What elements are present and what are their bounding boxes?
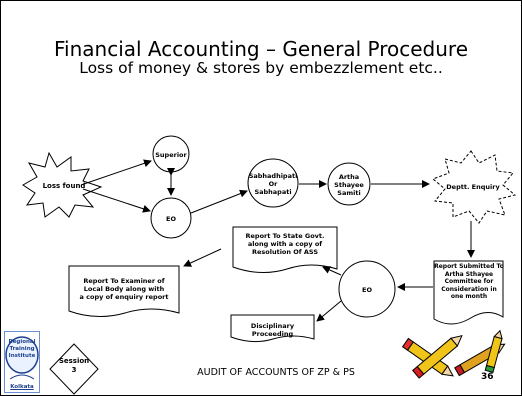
report-examiner-box bbox=[68, 265, 180, 317]
arrow-eo-sabhadhipati bbox=[190, 189, 248, 214]
logo-text: Regional Training Institute bbox=[8, 339, 36, 359]
sabhadhipati-node bbox=[247, 158, 299, 208]
slide-subtitle: Loss of money & stores by embezzlement e… bbox=[79, 59, 443, 77]
footer-text: AUDIT OF ACCOUNTS OF ZP & PS bbox=[197, 367, 355, 378]
deptt-enquiry-label: Deptt. Enquiry bbox=[446, 183, 500, 191]
report-submitted-box bbox=[433, 260, 504, 325]
pencils-clipart bbox=[401, 329, 506, 379]
session-label: Session 3 bbox=[58, 357, 90, 375]
slide-title: Financial Accounting – General Procedure bbox=[54, 37, 468, 61]
eo-top-label: EO bbox=[166, 215, 176, 223]
artha-sthayee-node bbox=[327, 162, 371, 206]
arrow-loss-eo bbox=[82, 188, 151, 213]
arrow-eo-state bbox=[322, 266, 342, 276]
report-state-box bbox=[232, 226, 338, 273]
report-state-label: Report To State Govt. along with a copy … bbox=[245, 232, 325, 257]
disciplinary-box bbox=[230, 314, 315, 343]
page-number: 36 bbox=[481, 372, 494, 382]
sabhadhipati-label: Sabhadhipati Or Sabhapati bbox=[248, 172, 298, 197]
arrow-state-examiner bbox=[183, 248, 222, 267]
session-badge bbox=[49, 343, 99, 395]
disciplinary-label: Disciplinary Proceeding bbox=[250, 322, 295, 339]
eo-bottom-node bbox=[338, 260, 396, 318]
superior-label: Superior bbox=[155, 151, 187, 159]
arrow-eo-disciplinary bbox=[316, 300, 342, 322]
report-examiner-label: Report To Examiner of Local Body along w… bbox=[79, 277, 169, 302]
deptt-enquiry-burst bbox=[432, 150, 517, 224]
loss-found-burst bbox=[22, 151, 103, 218]
logo-city: Kolkata bbox=[10, 384, 34, 390]
artha-sthayee-label: Artha Sthayee Samiti bbox=[334, 173, 364, 198]
eo-bottom-label: EO bbox=[362, 286, 372, 294]
loss-found-label: Loss found bbox=[42, 182, 86, 190]
institute-logo bbox=[4, 331, 40, 393]
report-submitted-label: Report Submitted To Artha Sthayee Commit… bbox=[434, 263, 504, 300]
arrow-loss-superior bbox=[80, 159, 152, 186]
eo-top-node bbox=[150, 197, 192, 239]
